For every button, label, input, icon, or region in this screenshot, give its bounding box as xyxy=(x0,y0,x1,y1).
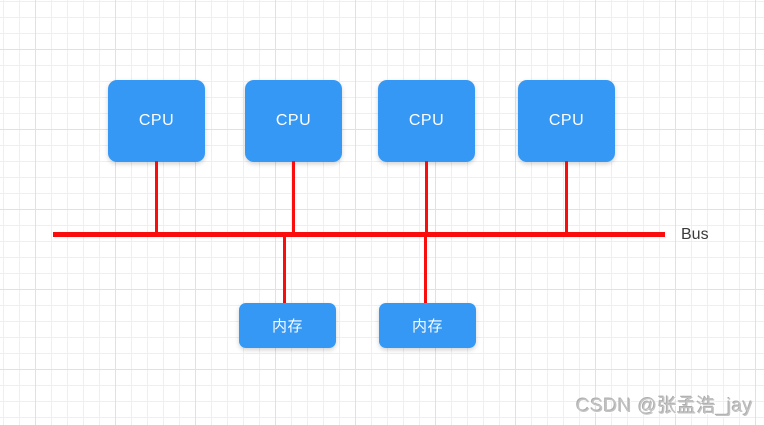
connector-line xyxy=(424,236,427,303)
memory-node: 内存 xyxy=(379,303,476,348)
bus-label: Bus xyxy=(681,226,709,243)
connector-line xyxy=(565,161,568,236)
cpu-label: CPU xyxy=(408,112,445,129)
connector-line xyxy=(155,161,158,236)
memory-node: 内存 xyxy=(239,303,336,348)
cpu-node: CPU xyxy=(518,80,615,162)
cpu-label: CPU xyxy=(548,112,585,129)
cpu-label: CPU xyxy=(275,112,312,129)
cpu-node: CPU xyxy=(108,80,205,162)
bus-line xyxy=(53,232,665,237)
memory-label: 内存 xyxy=(411,318,443,335)
memory-label: 内存 xyxy=(271,318,303,335)
cpu-node: CPU xyxy=(378,80,475,162)
watermark: CSDN @张孟浩_jay xyxy=(576,396,753,417)
connector-line xyxy=(283,236,286,303)
connector-line xyxy=(292,161,295,236)
cpu-node: CPU xyxy=(245,80,342,162)
connector-line xyxy=(425,161,428,236)
cpu-label: CPU xyxy=(138,112,175,129)
